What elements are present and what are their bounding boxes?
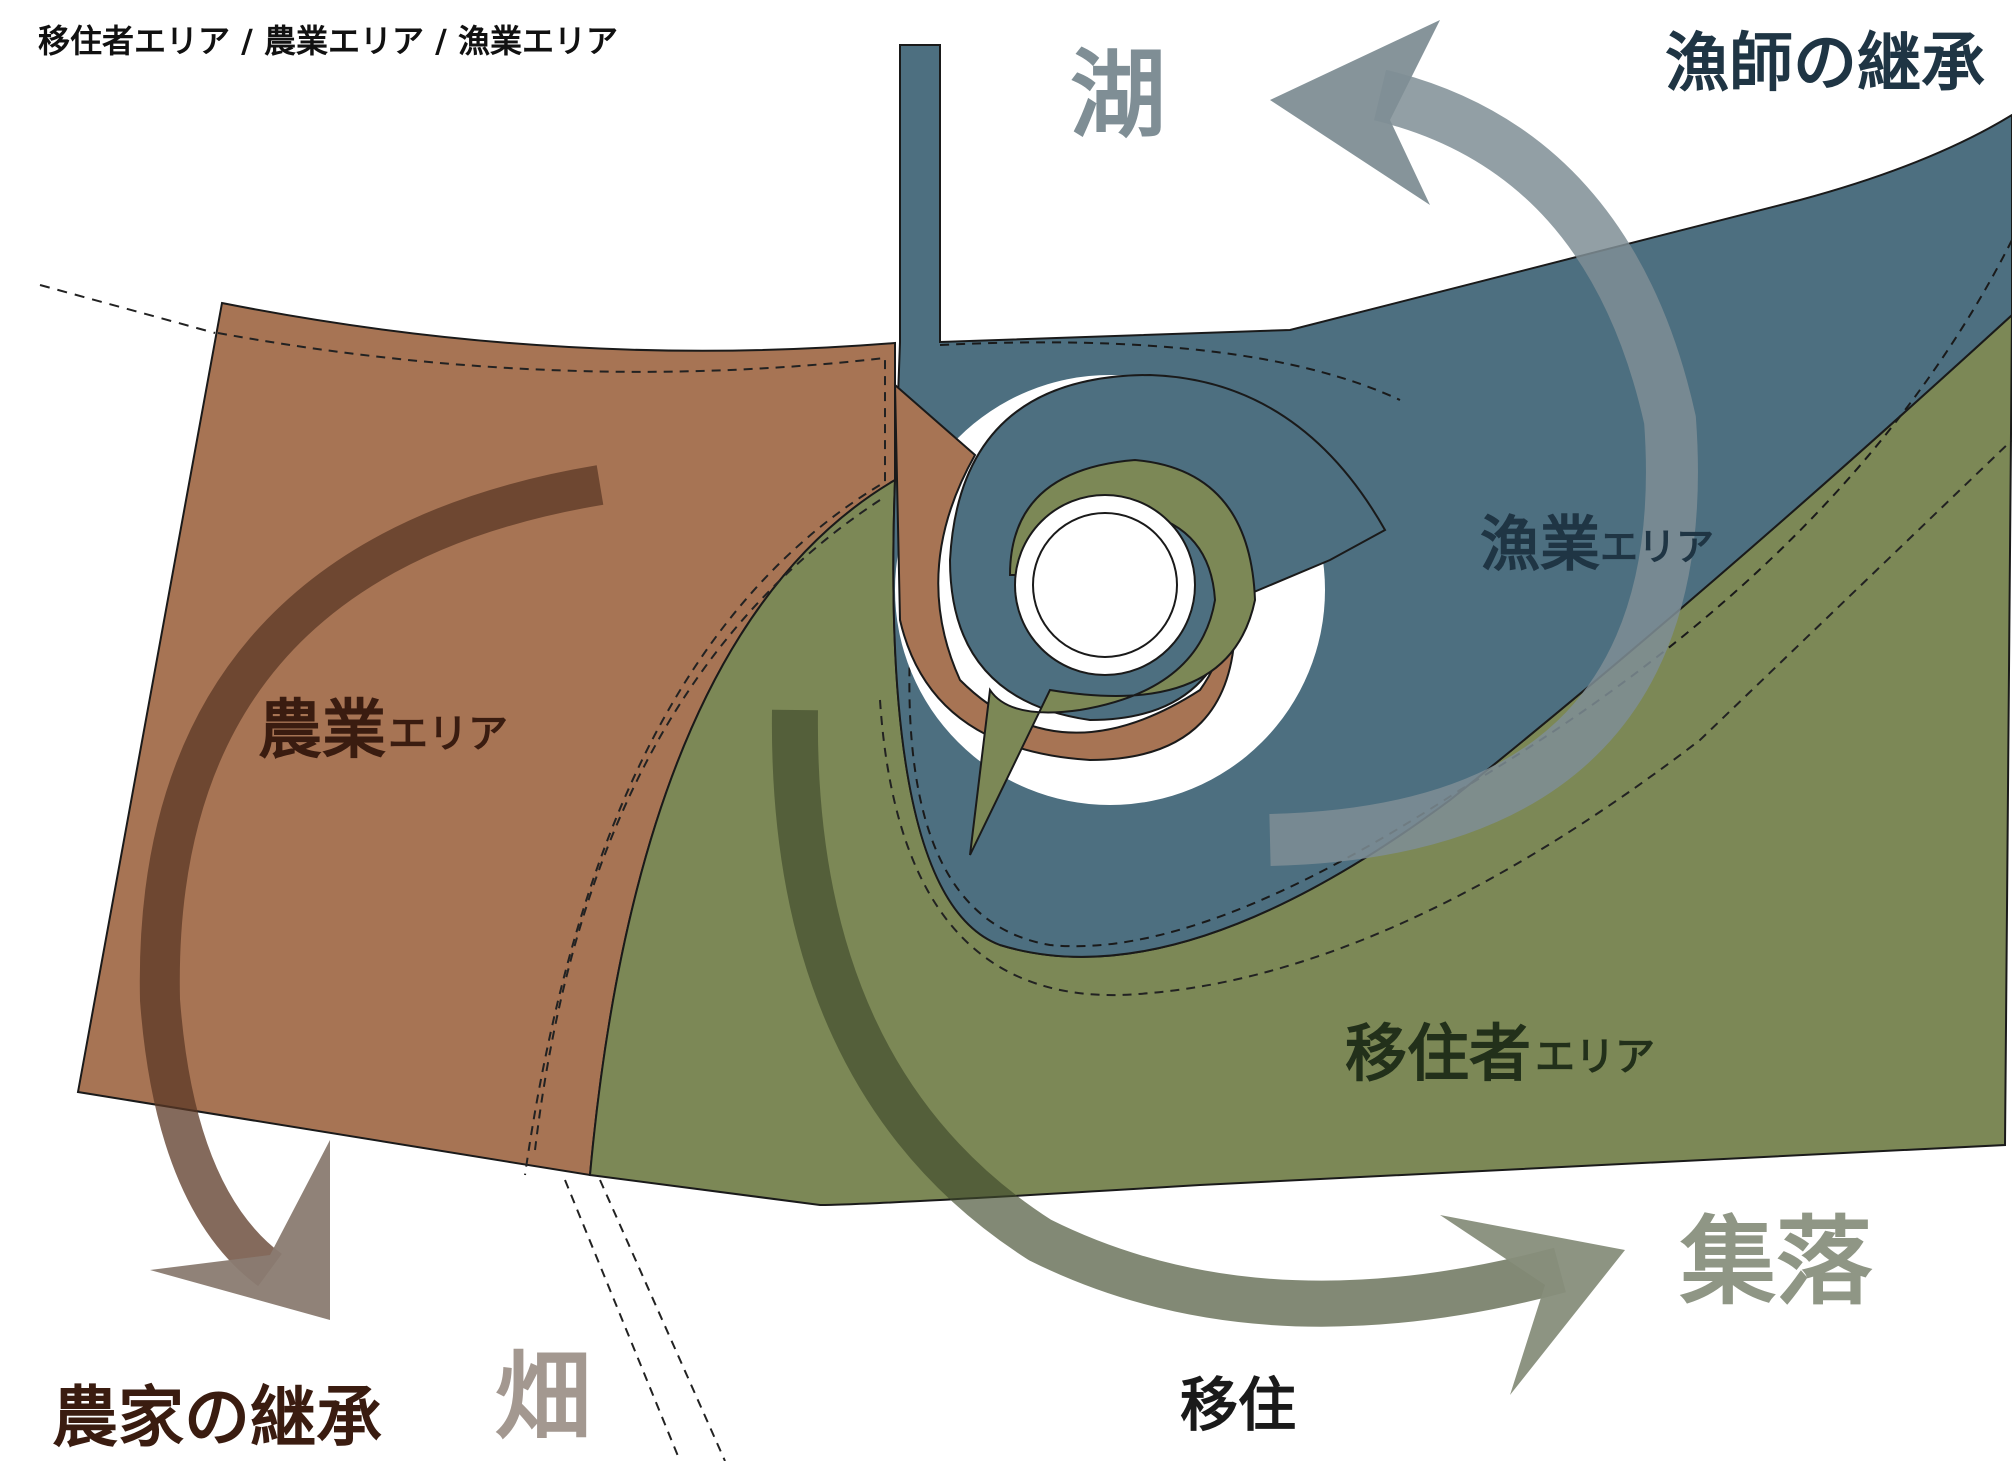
header-legend-text: 移住者エリア / 農業エリア / 漁業エリア (38, 22, 618, 60)
migration-label: 移住 (1180, 1371, 1296, 1439)
field-boundary-dashed-2 (599, 1179, 726, 1461)
lake-arrow-body (1269, 69, 1698, 866)
field-label: 畑 (495, 1340, 591, 1453)
farmer-succession-label: 農家の継承 (52, 1378, 382, 1456)
field-boundary-dashed-1 (564, 1179, 681, 1461)
fishing-area-label-main: 漁業 (1480, 510, 1600, 580)
lake-label: 湖 (1070, 38, 1166, 151)
settler-area-label-main: 移住者 (1345, 1017, 1531, 1090)
fishing-area-dashed-border (908, 239, 2012, 948)
farming-area-dashed-border (217, 332, 886, 1176)
fishing-area-label-suffix: エリア (1600, 524, 1714, 569)
village-arrow-body (771, 709, 1566, 1327)
village-label: 集落 (1679, 1205, 1873, 1318)
field-arrow-body (139, 465, 604, 1287)
settler-area-dashed-border-2 (879, 439, 2012, 997)
settler-area-label-suffix: エリア (1535, 1033, 1655, 1080)
fisher-succession-label: 漁師の継承 (1665, 26, 1985, 101)
settler-area-dashed-border (534, 499, 881, 1151)
village-arrowhead (1440, 1215, 1625, 1395)
field-arrowhead (150, 1140, 330, 1320)
boundary-dashed-line (39, 284, 216, 334)
lake-arrowhead (1270, 20, 1440, 205)
farming-area-label-suffix: エリア (388, 710, 508, 757)
farming-area-label-main: 農業 (258, 693, 386, 768)
spiral-core-inner-ring (1032, 512, 1178, 658)
